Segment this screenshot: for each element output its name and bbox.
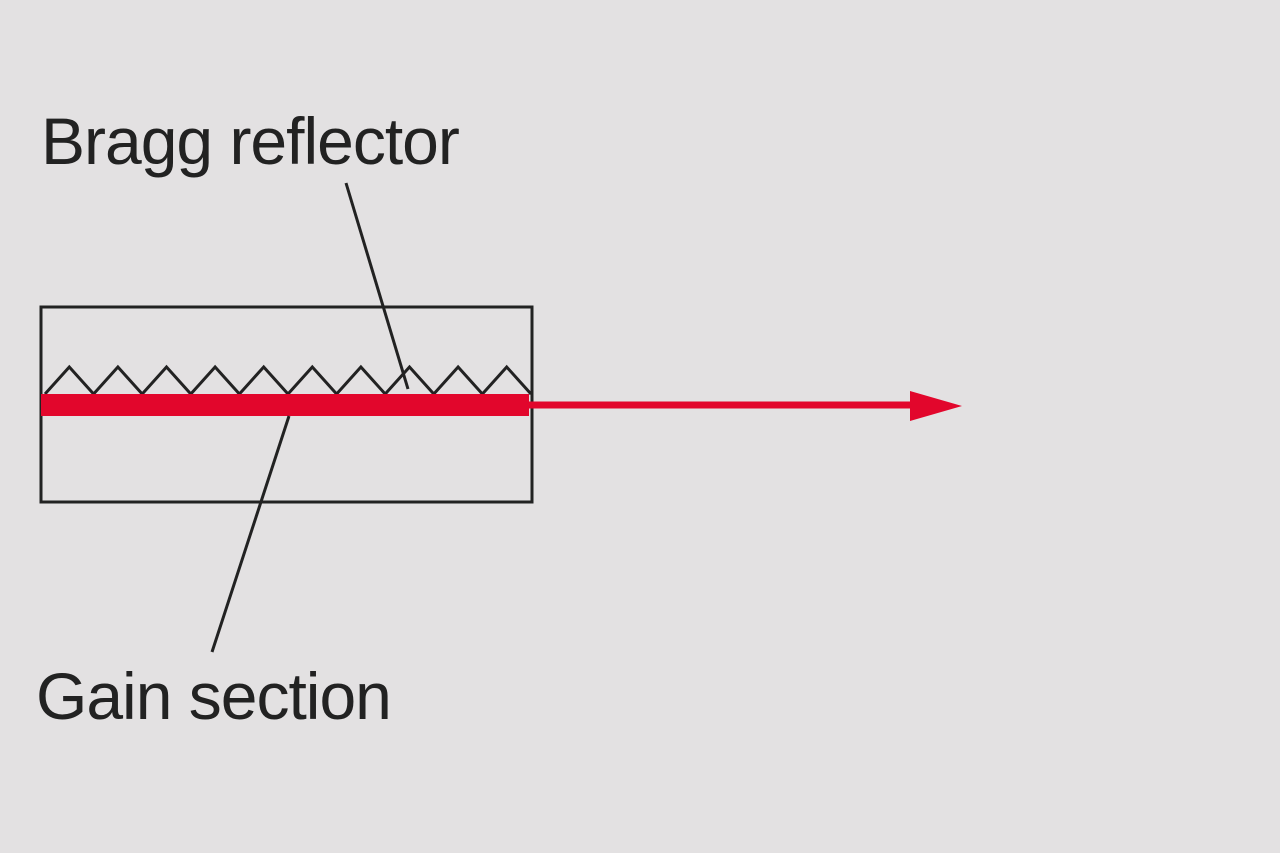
grating-tooth	[481, 364, 533, 396]
bragg-reflector-label: Bragg reflector	[41, 104, 459, 178]
output-beam-arrowhead	[910, 391, 962, 421]
grating-tooth	[189, 364, 241, 396]
grating-tooth	[286, 364, 338, 396]
gain-section-label: Gain section	[36, 659, 391, 733]
grating-tooth	[141, 364, 192, 396]
grating-tooth	[335, 364, 387, 396]
gain-leader-line	[210, 415, 291, 653]
grating-tooth	[384, 364, 435, 396]
grating-tooth	[92, 364, 144, 396]
gain-section-bar	[41, 394, 529, 416]
grating-tooth	[432, 364, 484, 396]
bragg-grating	[43, 364, 533, 396]
grating-tooth	[238, 364, 290, 396]
bragg-leader-line	[344, 182, 410, 390]
grating-tooth	[43, 364, 95, 396]
